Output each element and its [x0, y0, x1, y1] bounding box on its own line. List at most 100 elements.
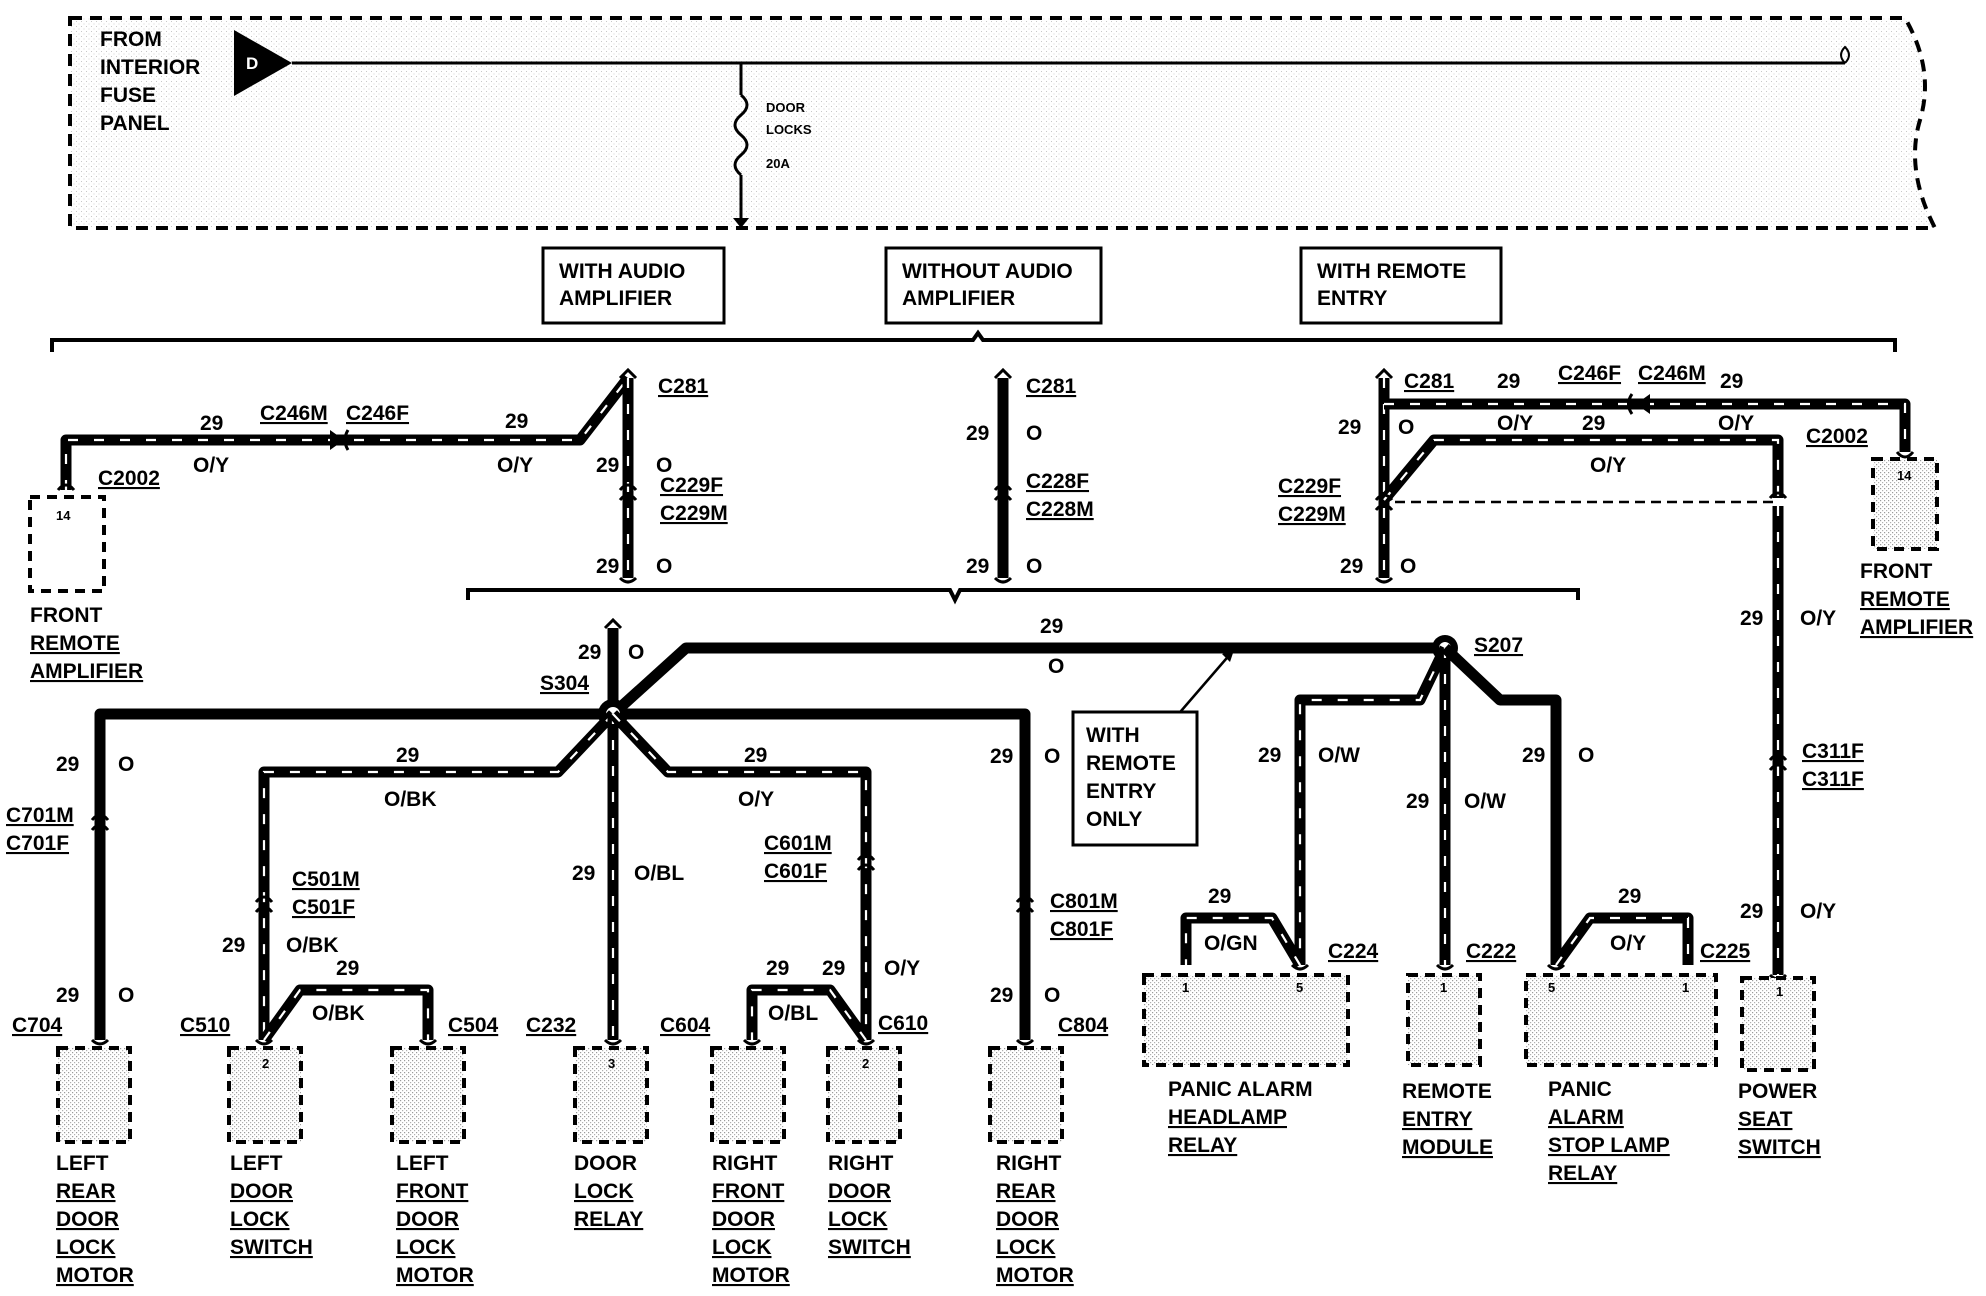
power-bus-letter: D — [246, 54, 258, 73]
panic-alarm-stop-lamp-relay-box — [1524, 973, 1718, 1067]
svg-text:FRONT: FRONT — [1860, 560, 1932, 583]
svg-text:ENTRY: ENTRY — [1086, 780, 1156, 803]
right-rear-door-branch: 29 O C801M C801F 29 O C804 RIGHT REAR DO… — [988, 745, 1118, 1287]
svg-text:29: 29 — [578, 641, 601, 664]
svg-text:O: O — [118, 984, 134, 1007]
c281-left-label: C281 — [658, 375, 709, 398]
svg-text:LEFT: LEFT — [230, 1152, 283, 1175]
svg-text:O/Y: O/Y — [738, 788, 774, 811]
door-lock-relay-branch: 29 O/BL C232 3 DOOR LOCK RELAY — [526, 714, 684, 1231]
svg-text:WITH AUDIO: WITH AUDIO — [559, 260, 685, 283]
svg-text:LOCK: LOCK — [230, 1208, 290, 1231]
svg-text:29: 29 — [1618, 885, 1641, 908]
svg-text:C246M: C246M — [1638, 362, 1706, 385]
svg-text:O/Y: O/Y — [1800, 607, 1836, 630]
svg-text:C246M: C246M — [260, 402, 328, 425]
svg-text:O/W: O/W — [1318, 744, 1360, 767]
svg-text:1: 1 — [1440, 980, 1447, 995]
svg-text:C229M: C229M — [1278, 503, 1346, 526]
svg-text:RELAY: RELAY — [1548, 1162, 1617, 1185]
svg-text:AMPLIFIER: AMPLIFIER — [559, 287, 672, 310]
svg-text:C504: C504 — [448, 1014, 499, 1037]
svg-text:C246F: C246F — [346, 402, 409, 425]
svg-text:O/Y: O/Y — [193, 454, 229, 477]
svg-text:1: 1 — [1682, 980, 1689, 995]
no-amplifier-circuit: C281 29 O C228F C228M 29 O — [966, 367, 1094, 584]
fuse-label-line-2: LOCKS — [766, 122, 812, 137]
svg-text:LEFT: LEFT — [56, 1152, 109, 1175]
svg-text:29: 29 — [966, 555, 989, 578]
svg-text:C604: C604 — [660, 1014, 711, 1037]
svg-text:O: O — [656, 454, 672, 477]
svg-text:C232: C232 — [526, 1014, 576, 1037]
svg-text:MOTOR: MOTOR — [996, 1264, 1074, 1287]
svg-text:29: 29 — [966, 422, 989, 445]
svg-text:C510: C510 — [180, 1014, 230, 1037]
svg-text:LOCK: LOCK — [396, 1236, 456, 1259]
svg-text:2: 2 — [262, 1056, 269, 1071]
remote-entry-branches: 29 O/W 29 O/W 29 O 29 O/GN 29 O/Y C224 C… — [1142, 644, 1751, 1185]
option-box-without-audio-amplifier: WITHOUT AUDIO AMPLIFIER — [884, 246, 1103, 325]
svg-text:O: O — [1048, 655, 1064, 678]
svg-text:C224: C224 — [1328, 940, 1379, 963]
svg-text:O/BK: O/BK — [384, 788, 437, 811]
svg-text:SWITCH: SWITCH — [230, 1236, 313, 1259]
svg-text:C229F: C229F — [660, 474, 723, 497]
svg-text:O: O — [1578, 744, 1594, 767]
svg-text:29: 29 — [1208, 885, 1231, 908]
svg-text:PANIC ALARM: PANIC ALARM — [1168, 1078, 1313, 1101]
svg-text:LOCK: LOCK — [574, 1180, 634, 1203]
svg-text:O: O — [1044, 745, 1060, 768]
fuse-label-line-3: 20A — [766, 156, 790, 171]
svg-text:1: 1 — [1776, 984, 1783, 999]
right-front-door-lock-motor-box — [710, 1046, 786, 1144]
svg-text:S304: S304 — [540, 672, 589, 695]
svg-text:RIGHT: RIGHT — [996, 1152, 1062, 1175]
svg-text:O/Y: O/Y — [1497, 412, 1533, 435]
right-door-branch: 29 O/Y C601M C601F 29 29 O/Y O/BL C604 C… — [609, 710, 928, 1287]
svg-text:29: 29 — [596, 555, 619, 578]
svg-text:29: 29 — [596, 454, 619, 477]
svg-text:29: 29 — [1258, 744, 1281, 767]
svg-text:C701F: C701F — [6, 832, 69, 855]
svg-text:3: 3 — [608, 1056, 615, 1071]
svg-text:HEADLAMP: HEADLAMP — [1168, 1106, 1287, 1129]
svg-text:O/BL: O/BL — [768, 1002, 818, 1025]
svg-text:ENTRY: ENTRY — [1317, 287, 1387, 310]
svg-text:C801M: C801M — [1050, 890, 1118, 913]
svg-text:O: O — [1398, 416, 1414, 439]
svg-text:FRONT: FRONT — [712, 1180, 784, 1203]
svg-text:C501M: C501M — [292, 868, 360, 891]
svg-text:C801F: C801F — [1050, 918, 1113, 941]
svg-text:29: 29 — [1497, 370, 1520, 393]
svg-text:AMPLIFIER: AMPLIFIER — [902, 287, 1015, 310]
left-door-branch: 29 O/BK C501M C501F 29 O/BK 29 O/BK C510… — [180, 710, 617, 1287]
remote-entry-circuit: 14 C281 29 C246F C246M 29 O/Y 29 O/Y 29 … — [1278, 362, 1973, 639]
svg-text:29: 29 — [505, 410, 528, 433]
c601-connector-icon — [856, 853, 876, 861]
svg-text:C501F: C501F — [292, 896, 355, 919]
fuse-panel-label-line-1: FROM — [100, 28, 162, 51]
svg-text:C311F: C311F — [1802, 768, 1864, 791]
splice-network: 29 O S304 29 O S207 WITH REMOTE ENTRY ON… — [94, 615, 1523, 1040]
svg-text:AMPLIFIER: AMPLIFIER — [30, 660, 143, 683]
power-seat-branch: 29 O/Y C311F C311F 29 O/Y 1 POWER SEAT S… — [1738, 506, 1864, 1159]
svg-text:29: 29 — [396, 744, 419, 767]
svg-text:REMOTE: REMOTE — [1086, 752, 1176, 775]
svg-text:5: 5 — [1296, 980, 1303, 995]
svg-text:O: O — [1400, 555, 1416, 578]
svg-text:O/Y: O/Y — [1718, 412, 1754, 435]
c281-middle-label: C281 — [1026, 375, 1077, 398]
svg-text:C804: C804 — [1058, 1014, 1109, 1037]
interior-fuse-panel: FROM INTERIOR FUSE PANEL D DOOR LOCKS 20… — [68, 16, 1939, 230]
c701-connector-icon — [90, 813, 110, 821]
svg-text:RIGHT: RIGHT — [828, 1152, 894, 1175]
svg-text:DOOR: DOOR — [56, 1208, 119, 1231]
svg-text:O/BL: O/BL — [634, 862, 684, 885]
svg-text:DOOR: DOOR — [396, 1208, 459, 1231]
svg-text:SWITCH: SWITCH — [1738, 1136, 1821, 1159]
svg-text:O/Y: O/Y — [1800, 900, 1836, 923]
right-door-lock-switch-box — [826, 1046, 902, 1144]
svg-text:POWER: POWER — [1738, 1080, 1817, 1103]
svg-text:ENTRY: ENTRY — [1402, 1108, 1472, 1131]
